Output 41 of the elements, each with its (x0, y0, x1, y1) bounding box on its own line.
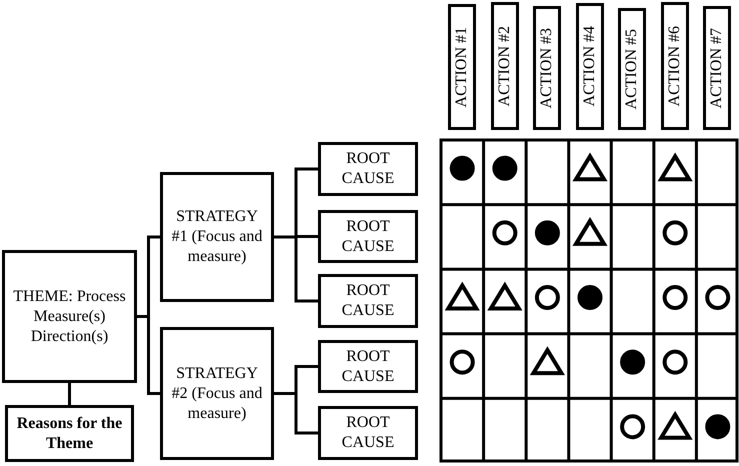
circle-icon (662, 350, 688, 375)
strategy-box: STRATEGY #1 (Focus and measure) (160, 172, 274, 302)
action-header: ACTION #1 (448, 4, 476, 130)
action-header: ACTION #6 (660, 2, 689, 130)
filled-circle-icon (450, 156, 475, 181)
root-cause-box: ROOT CAUSE (318, 274, 418, 328)
triangle-icon (444, 282, 480, 310)
triangle-icon (530, 346, 565, 376)
connector-line (274, 236, 318, 302)
root-cause-box: ROOT CAUSE (318, 210, 418, 263)
circle-icon (705, 285, 730, 310)
action-header: ACTION #5 (618, 8, 646, 130)
root-cause-box: ROOT CAUSE (318, 142, 418, 196)
triangle-icon (658, 410, 693, 440)
connector-line (68, 383, 71, 405)
theme-box: THEME: Process Measure(s) Direction(s) (2, 250, 137, 383)
action-header: ACTION #4 (576, 3, 604, 130)
filled-circle-icon (534, 220, 560, 246)
action-header: ACTION #3 (533, 6, 562, 130)
filled-circle-icon (492, 156, 518, 181)
circle-icon (662, 285, 688, 310)
circle-icon (492, 220, 518, 246)
circle-icon (620, 414, 646, 440)
filled-circle-icon (705, 414, 730, 440)
filled-circle-icon (578, 285, 602, 310)
filled-circle-icon (620, 350, 646, 375)
triangle-icon (572, 217, 608, 246)
triangle-icon (572, 152, 608, 182)
action-header: ACTION #2 (490, 2, 519, 130)
reasons-box: Reasons for the Theme (5, 405, 134, 462)
triangle-icon (658, 152, 693, 182)
connector-line (137, 315, 160, 395)
root-cause-box: ROOT CAUSE (318, 406, 418, 460)
strategy-box: STRATEGY #2 (Focus and measure) (160, 327, 274, 460)
action-header: ACTION #7 (703, 6, 732, 130)
root-cause-box: ROOT CAUSE (318, 340, 418, 393)
circle-icon (450, 350, 475, 375)
circle-icon (534, 285, 560, 310)
triangle-icon (487, 282, 522, 310)
connector-line (274, 392, 318, 434)
circle-icon (662, 220, 688, 246)
